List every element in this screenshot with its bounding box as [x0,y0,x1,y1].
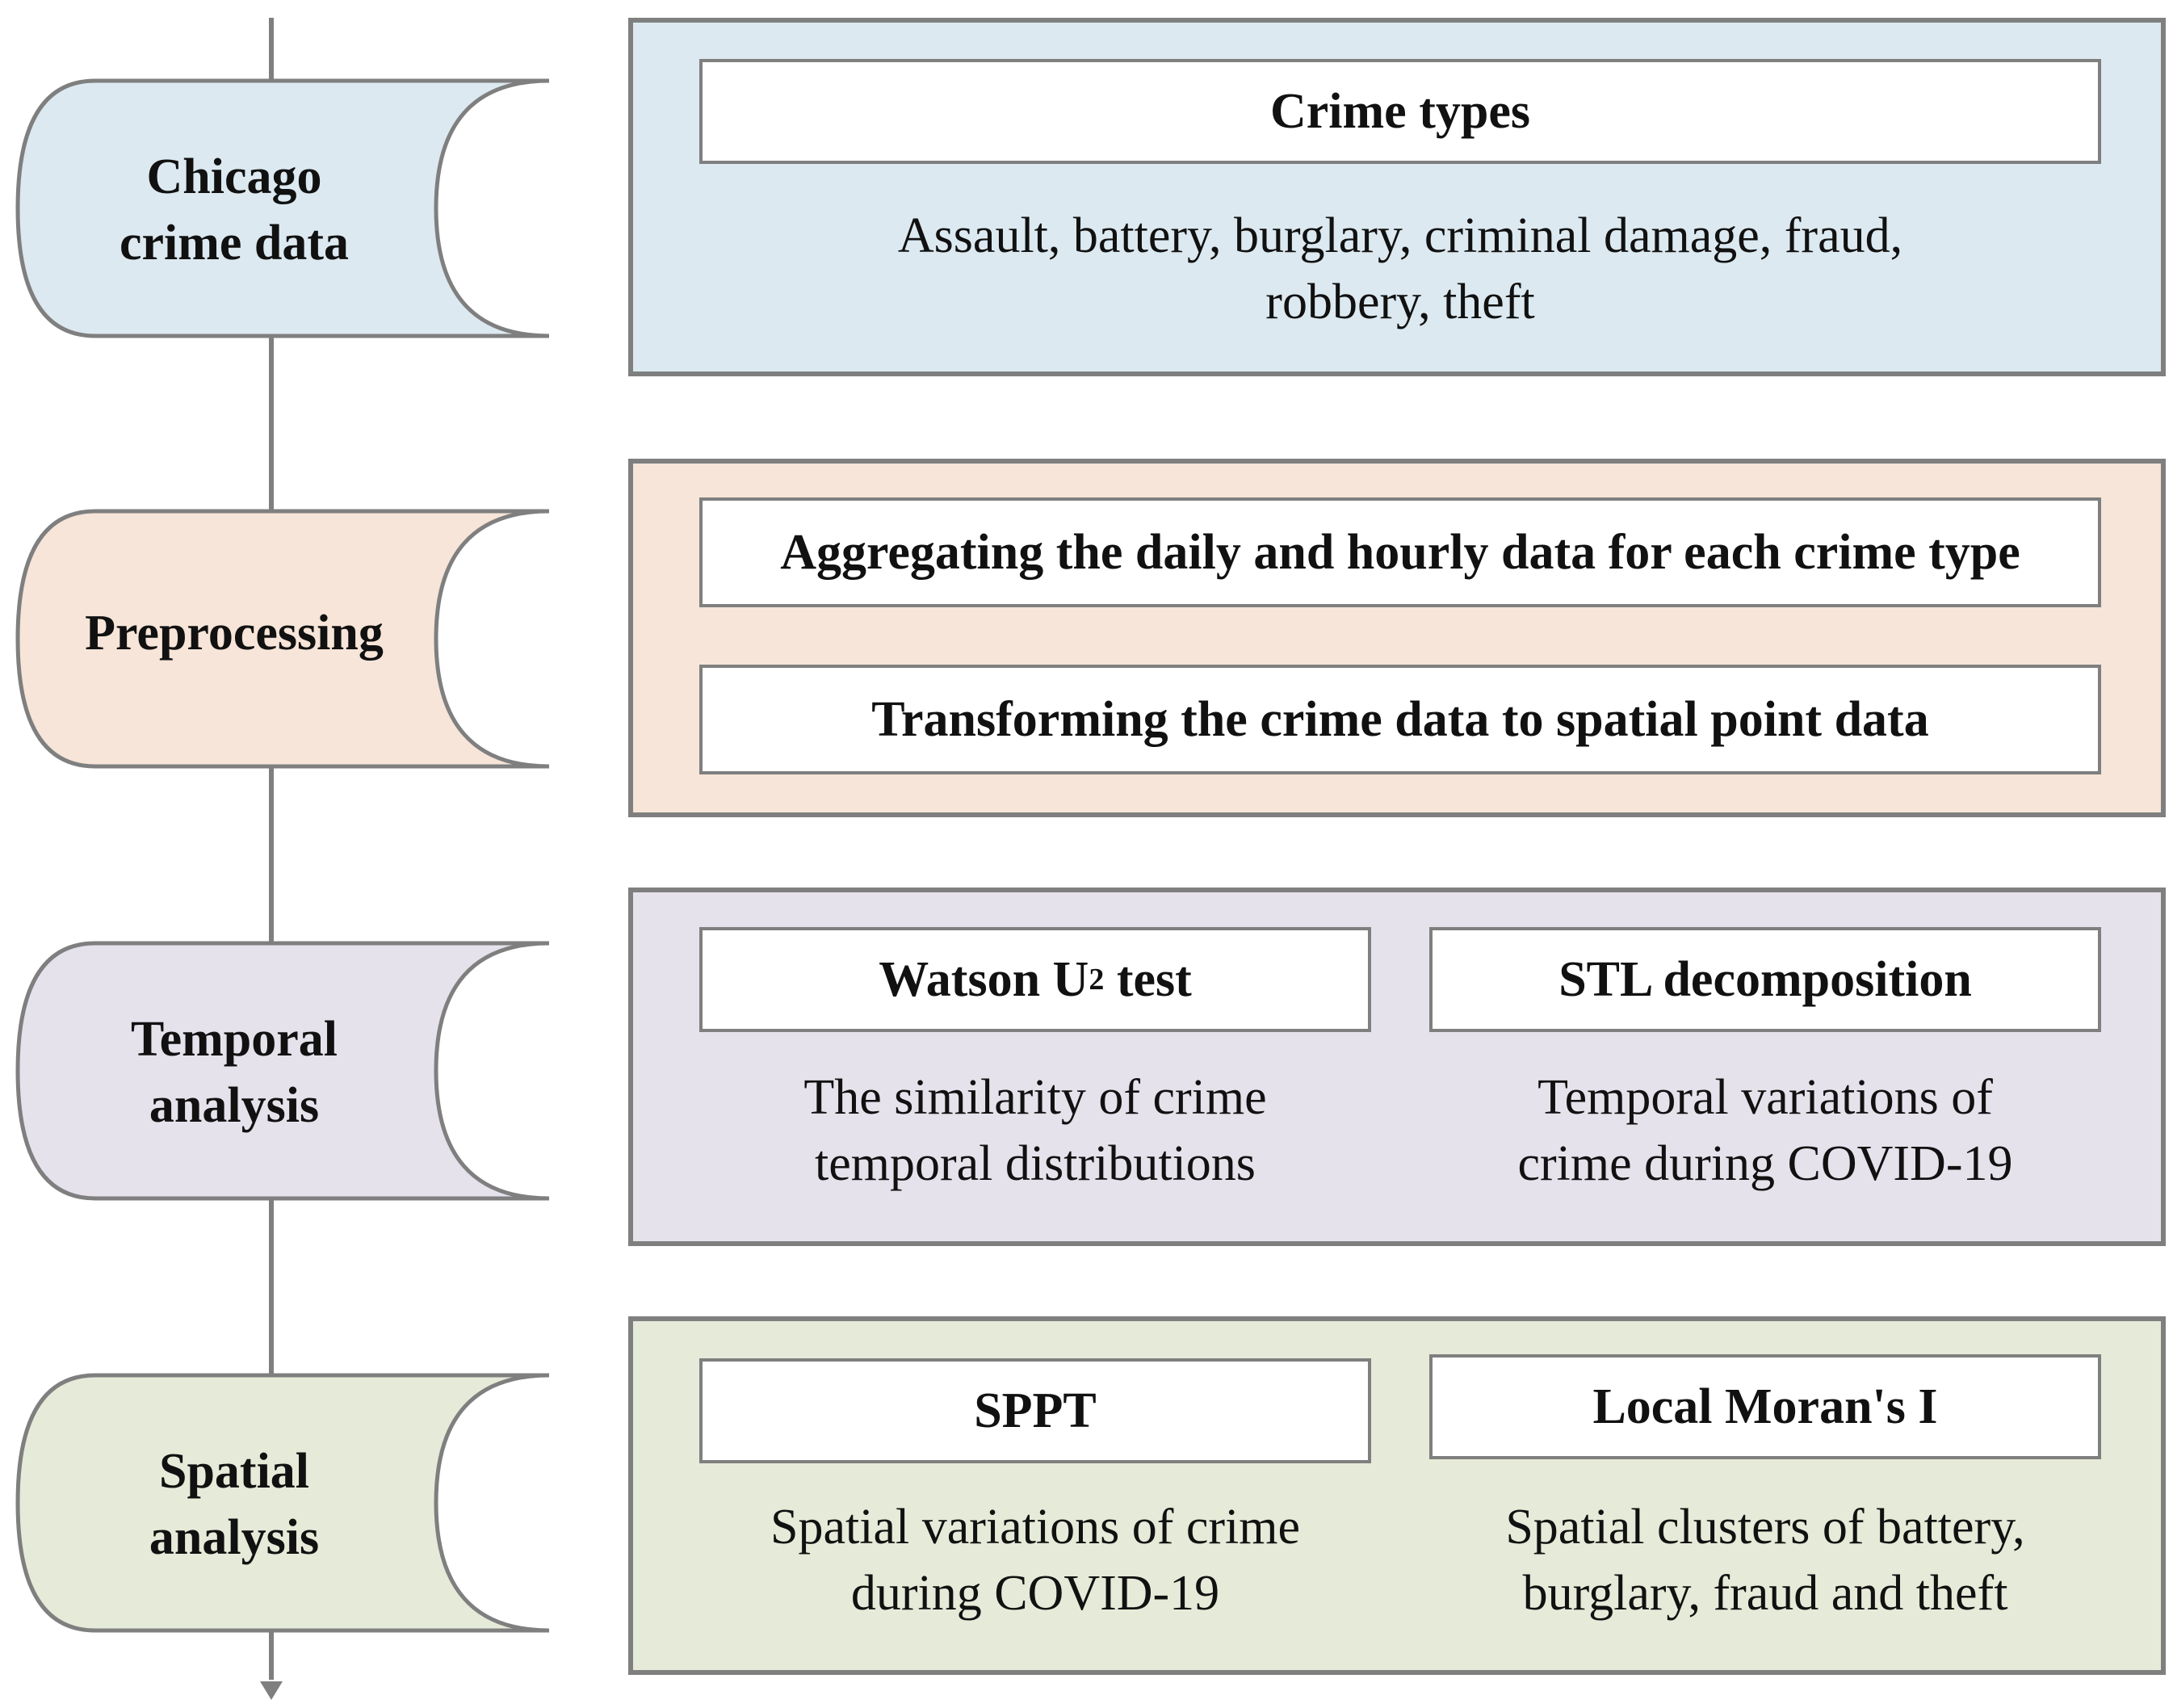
step-shape-spatial-analysis [15,1373,550,1633]
stl-decomposition-box: STL decomposition [1429,927,2101,1032]
description-line: Spatial variations of crime [770,1500,1300,1555]
watson-u2-description: The similarity of crime temporal distrib… [699,1064,1371,1197]
step-shape-chicago-crime-data [15,78,550,338]
local-morans-i-box: Local Moran's I [1429,1354,2101,1459]
step-label-line: analysis [149,1510,320,1565]
description-line: during COVID-19 [850,1566,1220,1621]
description-line: burglary, fraud and theft [1522,1566,2008,1621]
step-label-chicago-crime-data: Chicago crime data [32,144,436,276]
step-label-line: Chicago [146,149,322,204]
description-line: Temporal variations of [1537,1070,1993,1125]
transforming-box: Transforming the crime data to spatial p… [699,665,2101,774]
sppt-box: SPPT [699,1358,1371,1463]
aggregating-box: Aggregating the daily and hourly data fo… [699,497,2101,607]
description-line: crime during COVID-19 [1517,1136,2013,1191]
step-label-line: crime data [119,216,350,271]
description-line: The similarity of crime [803,1070,1267,1125]
step-shape-preprocessing [15,509,550,769]
watson-title-main: Watson U [879,951,1089,1007]
description-line: temporal distributions [815,1136,1256,1191]
step-label-temporal-analysis: Temporal analysis [32,1006,436,1139]
step-shape-temporal-analysis [15,941,550,1201]
sppt-description: Spatial variations of crime during COVID… [699,1494,1371,1626]
description-line: Spatial clusters of battery, [1505,1500,2025,1555]
step-label-line: analysis [149,1078,320,1133]
description-line: Assault, battery, burglary, criminal dam… [897,208,1903,263]
watson-title-tail: test [1104,951,1192,1007]
crime-types-description: Assault, battery, burglary, criminal dam… [699,203,2101,335]
flow-arrowhead [260,1681,283,1700]
step-label-line: Spatial [158,1444,310,1499]
stl-decomposition-description: Temporal variations of crime during COVI… [1429,1064,2101,1197]
description-line: robbery, theft [1265,275,1535,329]
step-label-line: Temporal [130,1012,338,1067]
crime-types-box: Crime types [699,59,2101,164]
step-label-preprocessing: Preprocessing [85,606,384,661]
local-morans-i-description: Spatial clusters of battery, burglary, f… [1429,1494,2101,1626]
step-label-spatial-analysis: Spatial analysis [32,1438,436,1571]
